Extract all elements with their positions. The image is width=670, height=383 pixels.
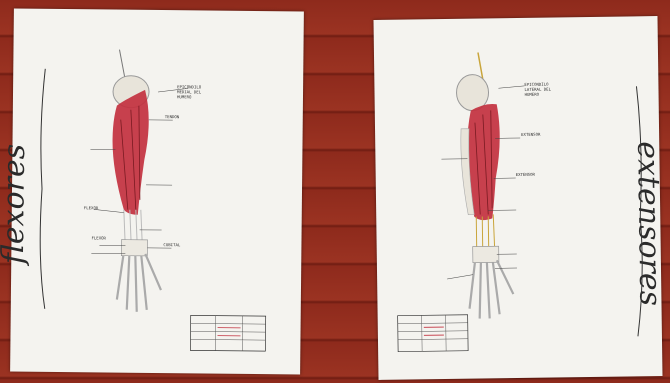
label-epicondilo-medial: EPICONDILO MEDIAL DEL HUMERO [177,84,211,99]
extensor-forearm-drawing [374,16,663,380]
label-tendon: TENDON [165,114,199,119]
label-extensor-2: EXTENSOR [516,172,550,177]
flexor-forearm-drawing [10,8,304,374]
flexor-anatomy-sheet: flexores EPICONDILO MEDIAL DEL HUMERO TE… [10,8,304,374]
label-cubital: CUBITAL [163,242,197,247]
label-flexor-2: FLEXOR [91,235,125,240]
label-epicondilo-lateral: EPICONDILO LATERAL DEL HUMERO [524,81,558,96]
label-extensor-1: EXTENSOR [521,131,555,136]
extensor-anatomy-sheet: extensores EPICONDILO LATERAL DEL HUMERO… [374,16,663,380]
label-flexor-1: FLEXOR [84,205,118,210]
